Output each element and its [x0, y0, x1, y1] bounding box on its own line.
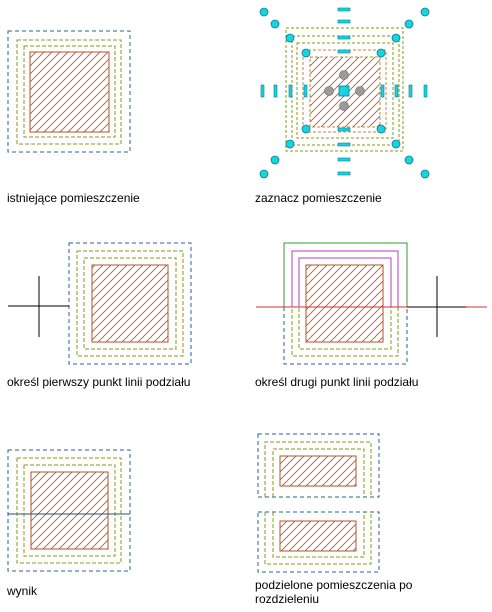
corner-grip[interactable] — [376, 48, 386, 58]
step-caption-divided-rooms: podzielone pomieszczenia po rozdzieleniu — [255, 578, 413, 606]
corner-grip[interactable] — [420, 7, 430, 17]
corner-grip[interactable] — [301, 48, 311, 58]
lower-room-hatched-area — [279, 520, 357, 552]
upper-room-outer-boundary — [257, 433, 380, 498]
step-caption-result: wynik — [7, 584, 38, 598]
corner-grip[interactable] — [391, 33, 401, 43]
preview-boundary-green — [283, 242, 408, 307]
edge-grip[interactable] — [303, 84, 308, 98]
room-first-point — [8, 242, 192, 365]
corner-grip[interactable] — [270, 19, 280, 29]
room-outer-boundary — [7, 449, 131, 572]
room-hatched-area — [305, 264, 384, 343]
preview-boundary-magenta — [298, 257, 392, 307]
edge-grip[interactable] — [337, 157, 351, 162]
edge-grip[interactable] — [380, 84, 385, 98]
room-outer-boundary — [68, 242, 192, 365]
step-caption-second-point: określ drugi punkt linii podziału — [255, 375, 419, 389]
edge-grip[interactable] — [288, 84, 293, 98]
corner-grip[interactable] — [259, 169, 269, 179]
edge-grip[interactable] — [423, 84, 428, 98]
preview-boundary-magenta — [291, 250, 399, 307]
edge-grip[interactable] — [273, 84, 278, 98]
corner-grip[interactable] — [259, 7, 269, 17]
center-grip[interactable] — [339, 70, 349, 80]
upper-room-hatched-area — [279, 455, 357, 487]
edge-grip[interactable] — [337, 127, 351, 132]
lower-room-wall-outer — [264, 512, 372, 565]
step-caption-select-room: zaznacz pomieszczenie — [255, 191, 382, 205]
room-wall-inner — [23, 464, 116, 557]
location-grip[interactable] — [338, 85, 350, 97]
corner-grip[interactable] — [270, 155, 280, 165]
edge-grip[interactable] — [337, 7, 351, 12]
room-hatched-area — [91, 264, 169, 343]
edge-grip[interactable] — [260, 84, 265, 98]
room-wall-inner — [83, 257, 177, 350]
center-grip[interactable] — [324, 86, 334, 96]
center-grip[interactable] — [339, 101, 349, 111]
edge-grip[interactable] — [408, 84, 413, 98]
corner-grip[interactable] — [420, 169, 430, 179]
corner-grip[interactable] — [404, 19, 414, 29]
lower-room-outer-boundary — [257, 511, 380, 573]
room-existing — [7, 30, 131, 153]
room-outer-boundary — [7, 30, 131, 153]
corner-grip[interactable] — [285, 33, 295, 43]
corner-grip[interactable] — [404, 155, 414, 165]
crosshair-cursor — [407, 276, 466, 337]
edge-grip[interactable] — [337, 171, 351, 176]
edge-grip[interactable] — [337, 49, 351, 54]
room-wall-outer — [16, 457, 122, 564]
room-wall-inner — [296, 42, 394, 139]
step-caption-first-point: określ pierwszy punkt linii podziału — [7, 375, 191, 389]
corner-grip[interactable] — [285, 139, 295, 149]
room-result — [7, 449, 131, 572]
center-grip[interactable] — [355, 86, 365, 96]
step-caption-existing-room: istniejące pomieszczenie — [7, 191, 140, 205]
room-hatched-area — [29, 51, 110, 133]
corner-grip[interactable] — [376, 124, 386, 134]
room-wall-outer — [16, 39, 122, 145]
crosshair-cursor — [8, 276, 69, 337]
edge-grip[interactable] — [337, 35, 351, 40]
edge-grip[interactable] — [337, 142, 351, 147]
room-selected — [259, 7, 430, 179]
room-wall-inner — [23, 45, 116, 138]
upper-room-wall-inner — [272, 448, 365, 497]
upper-room-wall-outer — [264, 441, 372, 497]
lower-room-wall-inner — [272, 512, 365, 558]
room-hatched-area — [30, 471, 109, 550]
edge-grip[interactable] — [337, 19, 351, 24]
room-wall-outer — [76, 250, 184, 357]
corner-grip[interactable] — [391, 139, 401, 149]
edge-grip[interactable] — [394, 84, 399, 98]
corner-grip[interactable] — [301, 124, 311, 134]
room-second-point — [256, 242, 487, 365]
rooms-divided — [257, 433, 380, 573]
